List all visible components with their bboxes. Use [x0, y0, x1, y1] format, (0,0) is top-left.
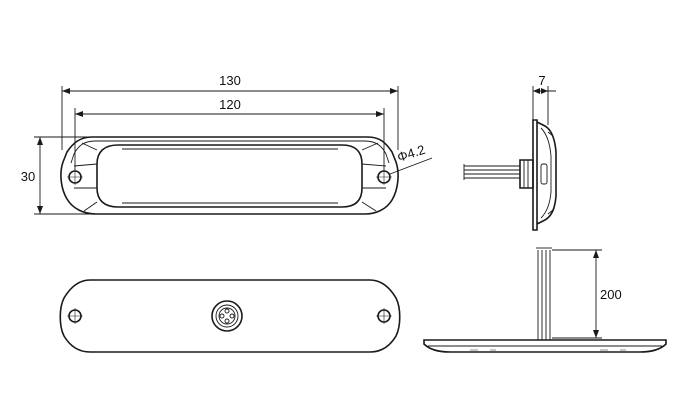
front-left-bevel [73, 142, 98, 212]
dimension-hole-spacing: 120 [219, 97, 241, 112]
connector-pin [224, 318, 230, 324]
side-base-plate [532, 119, 538, 231]
back-view [59, 279, 401, 353]
front-housing-outline [60, 136, 399, 215]
connector-pin [224, 308, 230, 314]
front-lens-inner [122, 148, 338, 204]
front-housing-ridge [70, 140, 390, 164]
front-lens [96, 144, 363, 208]
profile-base-plate [423, 339, 667, 353]
back-housing-outline [59, 279, 401, 353]
side-housing-profile [536, 121, 557, 225]
side-connector-boss [519, 159, 534, 189]
bottom-profile-view: 200 [423, 247, 667, 353]
dimension-height: 30 [21, 169, 35, 184]
profile-cable [537, 250, 551, 340]
dimension-depth: 7 [538, 73, 545, 88]
connector-pin [229, 313, 235, 319]
side-cable-wires [464, 165, 520, 179]
back-connector-socket-outer [211, 300, 243, 332]
connector-pin [219, 313, 225, 319]
dimension-cable-length: 200 [600, 287, 622, 302]
front-view: 130 120 30 Φ4.2 [21, 73, 433, 215]
dimension-overall-length: 130 [219, 73, 241, 88]
front-right-bevel [361, 142, 387, 212]
side-view: 7 [463, 73, 557, 231]
